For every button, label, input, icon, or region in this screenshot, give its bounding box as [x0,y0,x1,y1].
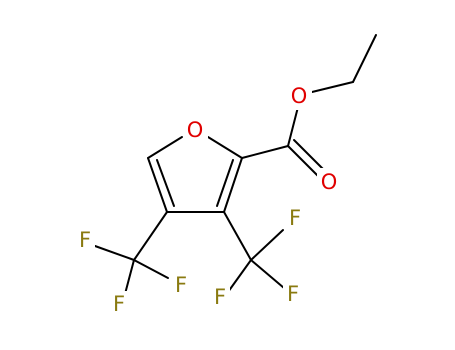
bond-cf3-left-to-f2 [133,259,169,279]
bond-carbonyl-double-b [293,139,326,172]
bond-cf3-right-to-f5 [227,259,252,293]
bond-c3-to-c2 [223,157,243,213]
atom-o-ring-label: O [187,118,204,142]
bond-carbonyl-double-a [287,145,320,178]
atom-f5: F [210,284,230,310]
atom-o-carbonyl: O [317,168,341,196]
bond-c2-to-ring-o [207,136,243,159]
atom-o-carbonyl-label: O [321,170,338,194]
atom-f6: F [283,281,303,307]
atom-f2: F [171,272,191,298]
atom-o-ester: O [288,82,312,110]
bond-cf3-right-to-f4 [250,229,284,261]
bond-c4-to-cf3-left [133,211,168,261]
bond-ester-o-to-ch2 [311,81,354,93]
atom-f3-label: F [113,292,125,316]
atom-f4: F [285,205,305,231]
bond-c3-to-cf3-right [223,211,252,261]
bond-c2-to-carbonyl-c [241,145,289,159]
bond-ring-o-to-c5 [147,136,183,159]
bond-cf3-left-to-f1 [94,245,135,261]
atom-o-ester-label: O [291,84,308,108]
atom-label-group: O O O F F F F F [75,82,341,317]
bond-c5-to-c4-double [156,159,175,207]
bond-c3-to-c2-double [216,159,234,207]
atom-f1: F [75,226,95,252]
bond-cf3-right-to-f6 [250,259,285,289]
bond-group [94,34,377,295]
bond-cf3-left-to-f3 [124,259,135,295]
atom-f5-label: F [214,285,226,309]
atom-f3: F [109,291,129,317]
atom-o-ring: O [184,115,208,143]
bond-ch2-to-ch3 [352,34,377,83]
atom-f2-label: F [175,273,187,297]
bond-c5-to-c4 [147,157,168,213]
bond-carbonyl-c-to-ester-o [287,106,299,147]
atom-f4-label: F [289,206,301,230]
atom-f1-label: F [79,228,91,252]
atom-f6-label: F [287,282,299,306]
